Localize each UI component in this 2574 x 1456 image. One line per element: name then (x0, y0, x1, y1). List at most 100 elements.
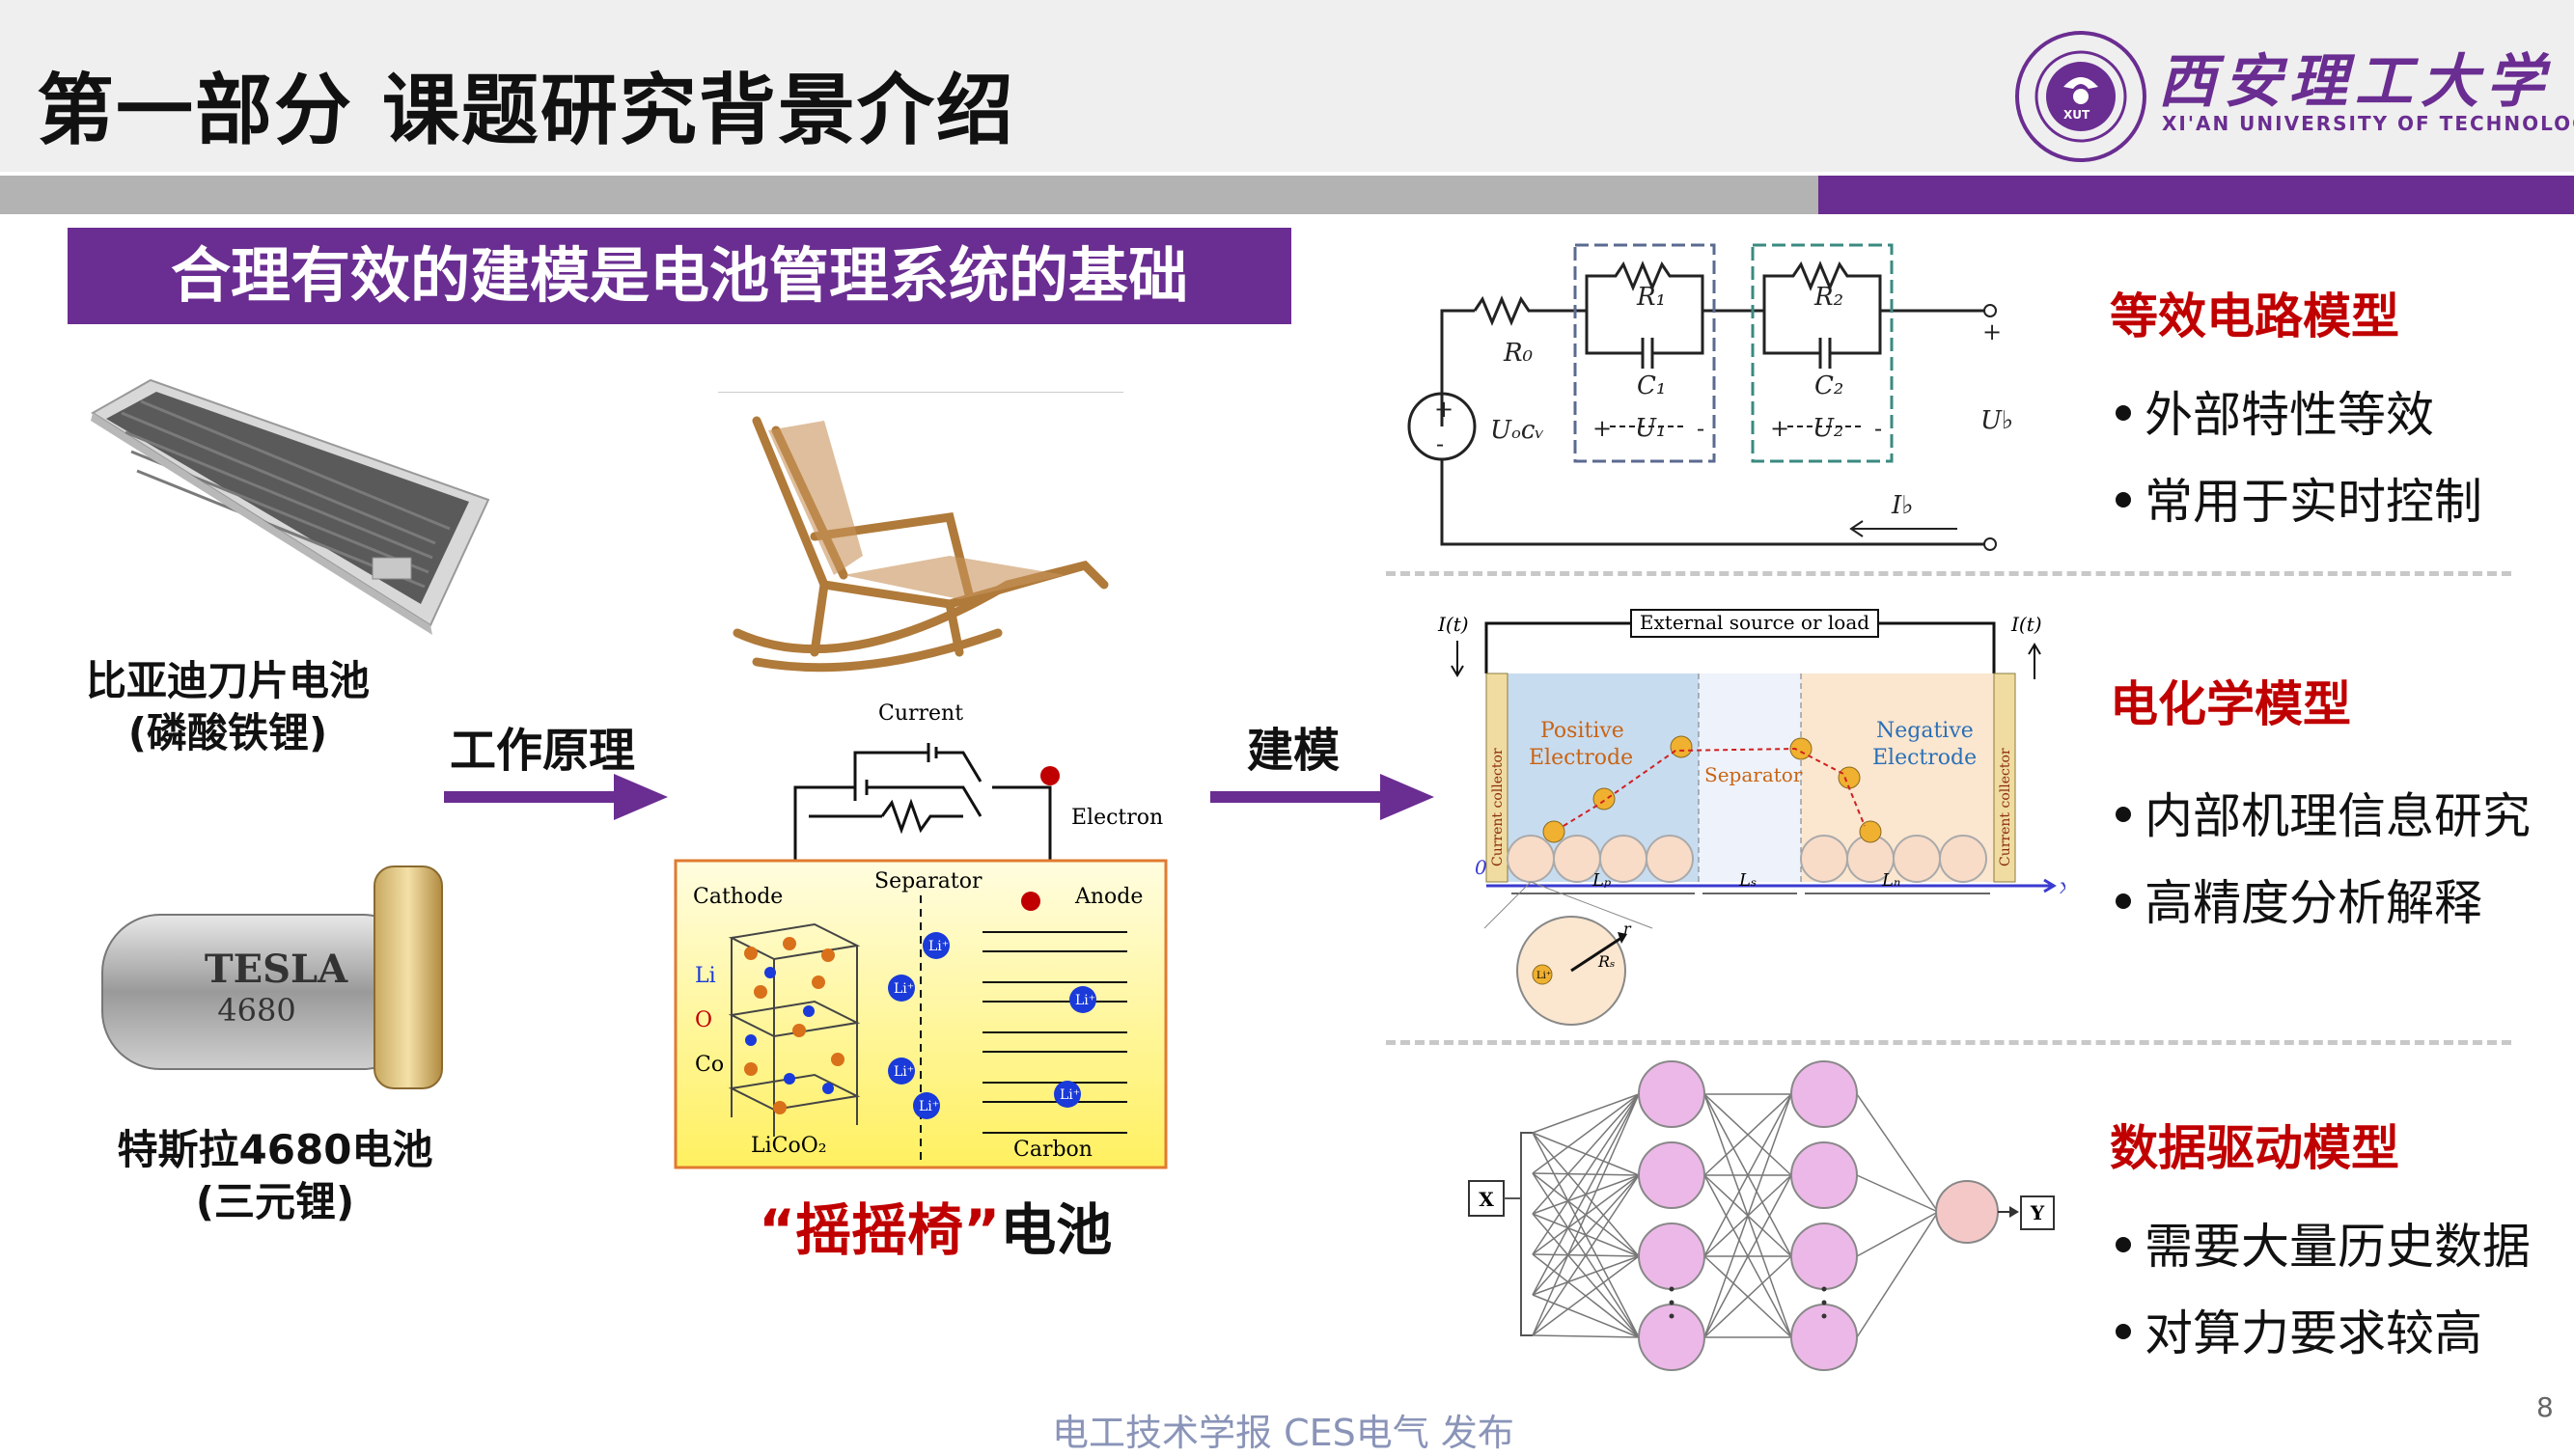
subtitle-banner (68, 228, 1291, 324)
nn-node-l2-1 (1790, 1141, 1858, 1209)
ln-label: Lₙ (1881, 870, 1900, 891)
u2-plus: + (1770, 415, 1789, 442)
separator-label: Separator (874, 869, 983, 893)
tesla-model-number: 4680 (217, 992, 295, 1029)
nn-edge-in-4-1 (1532, 1174, 1640, 1296)
logo-chinese-name: 西安理工大学 (2158, 48, 2552, 116)
nn-edge-in-4-3 (1532, 1294, 1640, 1338)
tesla-4680-battery-image: TESLA 4680 (83, 857, 469, 1098)
li-label: Li (695, 964, 716, 988)
nn-edge-in-5-0 (1532, 1093, 1640, 1336)
current-collector-right: Current collector (1998, 748, 2013, 866)
radius-r-label: r (1623, 920, 1632, 938)
circuit-u2: U₂ (1813, 414, 1843, 443)
nn-edge-in-4-2 (1532, 1255, 1640, 1296)
nn-ellipsis-dot-1-1 (1821, 1300, 1827, 1305)
circuit-r2: R₂ (1813, 283, 1843, 312)
bullet-dd-2: 对算力要求较高 (2116, 1295, 2482, 1364)
modeling-label: 建模 (1247, 724, 1341, 778)
nn-node-l2-0 (1790, 1060, 1858, 1128)
circuit-ub: U♭ (1980, 406, 2013, 435)
university-logo (2013, 29, 2148, 164)
source-plus: + (1434, 396, 1453, 423)
nn-ellipsis-dot-1-2 (1821, 1313, 1827, 1319)
output-plus: + (1982, 318, 2002, 345)
lp-label: Lₚ (1591, 870, 1611, 891)
ls-label: Lₛ (1738, 870, 1757, 891)
nn-ellipsis-dot-0-0 (1669, 1286, 1674, 1292)
model-title-equivalent-circuit: 等效电路模型 (2110, 288, 2399, 344)
positive-electrode-1: Positive (1540, 719, 1624, 743)
circuit-c2: C₂ (1814, 371, 1843, 400)
model-title-data-driven: 数据驱动模型 (2110, 1120, 2399, 1176)
u1-plus: + (1592, 415, 1612, 442)
modeling-arrow (1210, 772, 1434, 822)
rocking-chair-battery-diagram: Current Electron Cathode Separator Anode (674, 693, 1176, 1171)
nn-edge-hidden-3-2 (1703, 1255, 1792, 1338)
external-source-label: External source or load (1640, 611, 1869, 634)
working-principle-arrow (444, 772, 668, 822)
current-right-label: I(t) (2010, 613, 2042, 636)
nn-edge-out-3 (1856, 1211, 1939, 1338)
nn-edge-hidden-1-0 (1703, 1093, 1792, 1176)
li-ion-5: Li⁺ (919, 1099, 939, 1114)
positive-electrode-2: Electrode (1529, 746, 1633, 770)
tesla-battery-type: (三元锂) (195, 1178, 355, 1225)
nn-node-l1-0 (1638, 1060, 1705, 1128)
rocking-chair-caption: “摇摇椅”电池 (759, 1185, 1112, 1266)
subtitle-text: 合理有效的建模是电池管理系统的基础 (170, 240, 1188, 311)
nn-ellipsis-dot-0-2 (1669, 1313, 1674, 1319)
rocking-chair-suffix: 电池 (1000, 1197, 1113, 1263)
bullet-ecm-2: 常用于实时控制 (2116, 463, 2482, 533)
li-ion-4: Li⁺ (894, 1064, 914, 1080)
page-title: 第一部分 课题研究背景介绍 (37, 66, 1015, 155)
anode-label: Anode (1074, 885, 1143, 909)
circuit-uocv: Uₒᴄᵥ (1490, 416, 1544, 445)
electrochemical-model-diagram: External source or load I(t) I(t) Curren… (1428, 606, 2072, 1027)
header-divider-purple (1818, 176, 2574, 214)
nn-node-l1-1 (1638, 1141, 1705, 1209)
page-number: 8 (2536, 1391, 2554, 1423)
electron-label: Electron (1071, 806, 1163, 830)
nn-input-label: X (1479, 1188, 1494, 1211)
licoo2-label: LiCoO₂ (751, 1134, 827, 1158)
current-collector-left: Current collector (1490, 748, 1506, 866)
blade-battery-type: (磷酸铁锂) (127, 709, 328, 756)
logo-badge-text: XUT (2063, 108, 2090, 122)
nn-edge-in-5-2 (1532, 1255, 1640, 1336)
nn-edge-hidden-3-0 (1703, 1093, 1792, 1338)
li-ion-1: Li⁺ (928, 939, 949, 954)
u1-minus: - (1697, 415, 1704, 442)
li-ion-2: Li⁺ (894, 981, 914, 997)
nn-output-node (1935, 1180, 1999, 1244)
x-axis-label: x (2060, 875, 2065, 899)
source-minus: - (1436, 430, 1444, 457)
circuit-r1: R₁ (1636, 283, 1666, 312)
circuit-u1: U₁ (1635, 414, 1666, 443)
model-title-electrochemical: 电化学模型 (2110, 676, 2351, 732)
nn-input-box (1468, 1180, 1505, 1217)
co-label: Co (695, 1053, 724, 1077)
nn-edge-in-3-0 (1532, 1093, 1640, 1255)
nn-edge-hidden-3-1 (1703, 1174, 1792, 1338)
radius-rs-label: Rₛ (1597, 952, 1615, 971)
nn-edge-in-4-0 (1532, 1093, 1640, 1296)
blade-battery-name: 比亚迪刀片电池 (85, 657, 370, 704)
nn-edge-out-2 (1856, 1211, 1939, 1257)
bullet-echem-1: 内部机理信息研究 (2116, 778, 2531, 847)
li-ion-3: Li⁺ (1075, 993, 1095, 1008)
li-ion-6: Li⁺ (1060, 1087, 1080, 1103)
blade-battery-image (83, 374, 498, 635)
nn-edge-in-1-0 (1532, 1093, 1640, 1174)
carbon-label: Carbon (1013, 1138, 1093, 1162)
current-left-label: I(t) (1437, 613, 1469, 636)
nn-edge-hidden-2-0 (1703, 1093, 1792, 1257)
separator-1 (1386, 571, 2511, 576)
tesla-wordmark: TESLA (205, 947, 348, 992)
cathode-label: Cathode (693, 885, 783, 909)
header-divider-grey (0, 176, 1818, 214)
nn-ellipsis-dot-1-0 (1821, 1286, 1827, 1292)
bullet-ecm-1: 外部特性等效 (2116, 376, 2434, 446)
nn-ellipsis-dot-0-1 (1669, 1300, 1674, 1305)
